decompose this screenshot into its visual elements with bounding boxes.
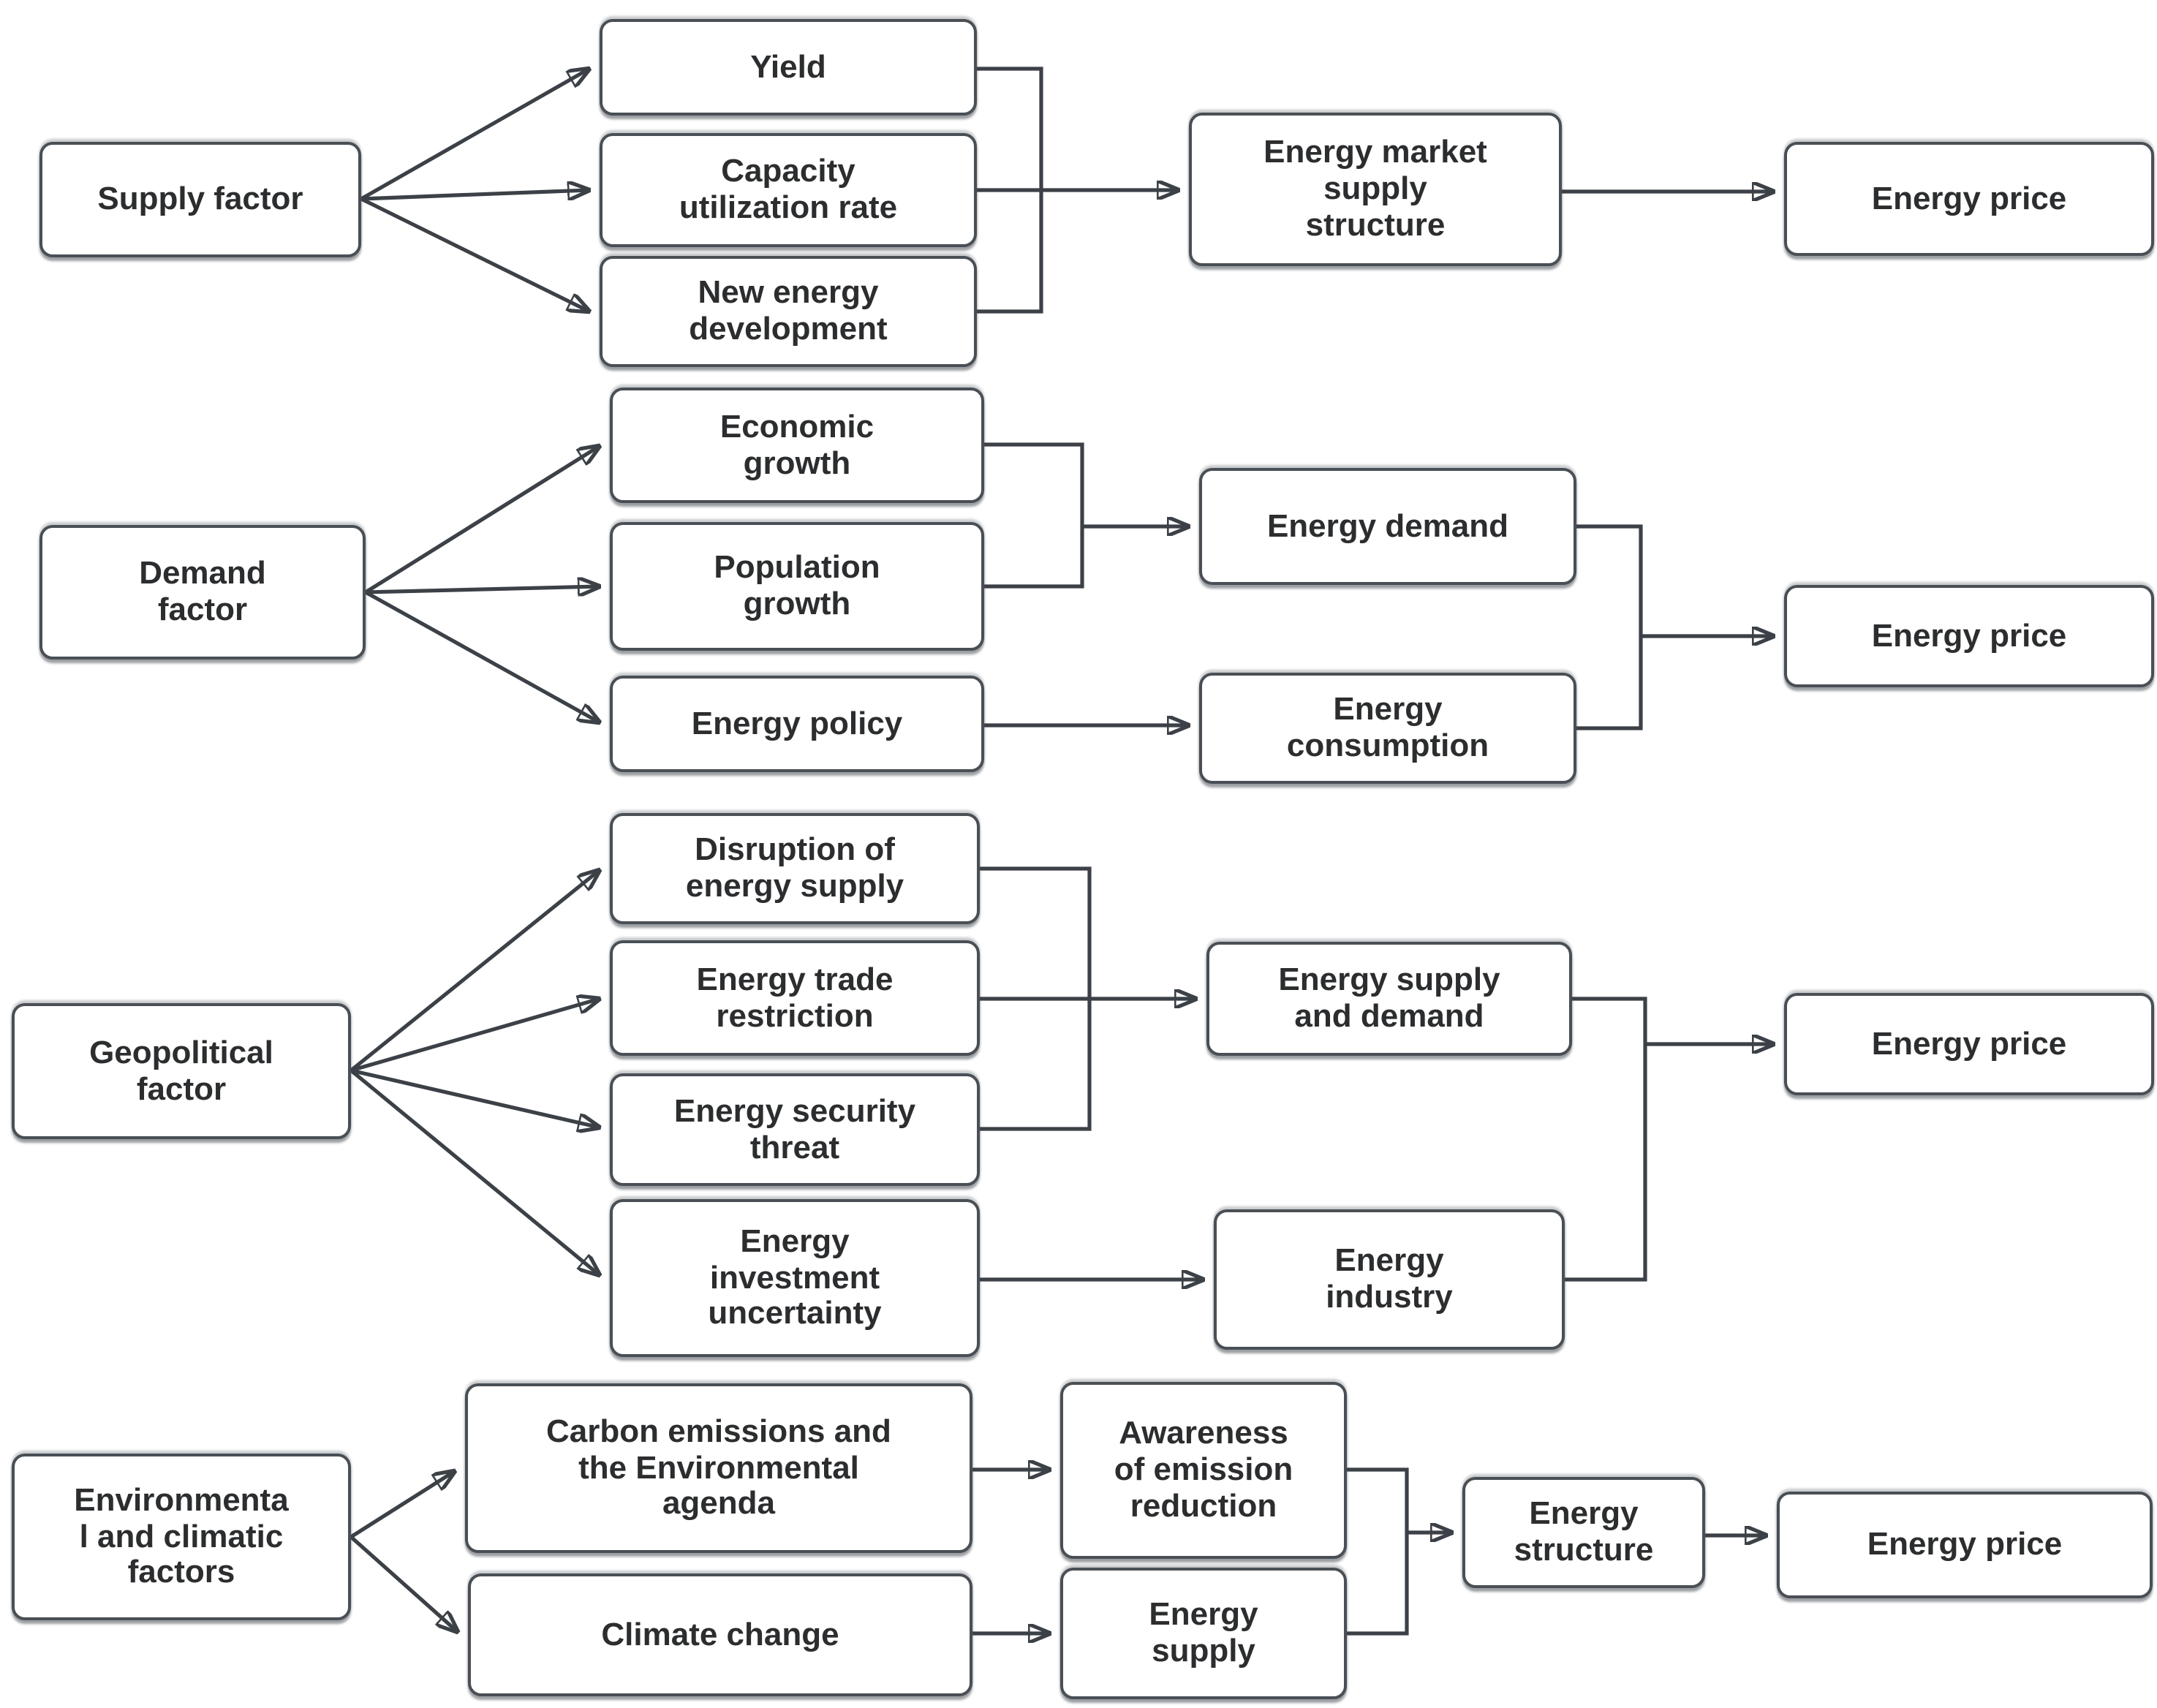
node-climate-change: Climate change <box>468 1573 972 1696</box>
merge-bar-awareness-supply <box>1347 1467 1409 1636</box>
node-label: Yield <box>750 48 826 85</box>
edge-environmental-to-carbon <box>350 1471 455 1539</box>
node-energy-price-geopolitical: Energy price <box>1784 993 2154 1095</box>
node-label: Population growth <box>714 548 880 621</box>
node-label: Disruption of energy supply <box>685 831 904 904</box>
edge-geopolitical-to-trade-restriction <box>350 999 600 1073</box>
node-energy-supply-and-demand: Energy supply and demand <box>1206 942 1572 1056</box>
merge-bar-demand-consumption <box>1576 524 1643 730</box>
node-yield: Yield <box>600 19 977 116</box>
node-label: Climate change <box>601 1615 839 1652</box>
node-label: Energy investment uncertainty <box>708 1222 882 1331</box>
node-label: Energy security threat <box>673 1092 916 1165</box>
node-energy-price-supply: Energy price <box>1784 142 2154 256</box>
node-environmental-climatic-factors: Environmenta l and climatic factors <box>12 1454 351 1620</box>
node-label: Capacity utilization rate <box>679 152 898 225</box>
node-energy-structure: Energy structure <box>1462 1477 1705 1588</box>
node-energy-trade-restriction: Energy trade restriction <box>610 940 980 1056</box>
node-label: Energy price <box>1871 616 2067 654</box>
node-population-growth: Population growth <box>610 522 984 651</box>
node-demand-factor: Demand factor <box>39 525 366 660</box>
node-label: Energy supply and demand <box>1278 961 1500 1034</box>
edge-geopolitical-to-investment <box>350 1068 600 1275</box>
edge-supply-factor-to-yield <box>360 69 589 201</box>
node-label: Energy structure <box>1514 1494 1654 1568</box>
node-energy-market-supply-structure: Energy market supply structure <box>1189 113 1562 266</box>
node-label: Energy policy <box>691 704 903 741</box>
node-energy-demand: Energy demand <box>1199 468 1576 585</box>
node-energy-supply: Energy supply <box>1060 1568 1347 1699</box>
node-energy-security-threat: Energy security threat <box>610 1073 980 1186</box>
node-label: Energy trade restriction <box>696 960 894 1033</box>
node-label: Energy price <box>1871 1024 2067 1062</box>
node-label: Energy market supply structure <box>1263 133 1487 243</box>
node-disruption-of-energy-supply: Disruption of energy supply <box>610 813 980 924</box>
node-label: Energy industry <box>1326 1242 1453 1315</box>
edge-demand-factor-to-economic-growth <box>364 446 600 594</box>
node-label: Energy supply <box>1149 1595 1258 1669</box>
merge-bar-growth <box>984 442 1084 589</box>
node-label: Environmenta l and climatic factors <box>74 1481 289 1590</box>
node-label: Energy price <box>1867 1525 2063 1562</box>
node-carbon-emissions-agenda: Carbon emissions and the Environmental a… <box>465 1383 972 1553</box>
edge-environmental-to-climate <box>350 1535 458 1632</box>
edge-geopolitical-to-security-threat <box>350 1068 600 1127</box>
node-label: Energy demand <box>1266 507 1509 544</box>
node-label: Awareness of emission reduction <box>1114 1414 1293 1524</box>
node-label: Geopolitical factor <box>89 1033 273 1106</box>
node-energy-policy: Energy policy <box>610 676 984 772</box>
node-label: Demand factor <box>139 554 266 627</box>
node-label: New energy development <box>689 273 888 347</box>
edge-demand-factor-to-population-growth <box>365 586 600 592</box>
edge-geopolitical-to-disruption <box>350 870 600 1073</box>
node-label: Economic growth <box>719 407 874 480</box>
node-energy-price-environmental: Energy price <box>1777 1492 2153 1598</box>
node-awareness-emission-reduction: Awareness of emission reduction <box>1060 1382 1347 1559</box>
edge-supply-factor-to-new-energy <box>360 197 589 311</box>
node-label: Energy price <box>1871 179 2067 216</box>
node-supply-factor: Supply factor <box>39 142 361 257</box>
node-label: Supply factor <box>97 180 303 217</box>
node-energy-consumption: Energy consumption <box>1199 673 1576 784</box>
edge-supply-factor-to-capacity <box>360 190 589 201</box>
node-energy-investment-uncertainty: Energy investment uncertainty <box>610 1199 980 1357</box>
edge-demand-factor-to-energy-policy <box>364 590 600 722</box>
merge-bar-supply-demand-industry <box>1565 997 1647 1282</box>
node-label: Energy consumption <box>1286 690 1489 763</box>
node-capacity-utilization-rate: Capacity utilization rate <box>600 133 977 247</box>
node-label: Carbon emissions and the Environmental a… <box>546 1412 891 1522</box>
node-geopolitical-factor: Geopolitical factor <box>12 1003 351 1139</box>
node-energy-industry: Energy industry <box>1214 1209 1565 1350</box>
node-energy-price-demand: Energy price <box>1784 585 2154 687</box>
node-economic-growth: Economic growth <box>610 388 984 503</box>
node-new-energy-development: New energy development <box>600 256 977 367</box>
